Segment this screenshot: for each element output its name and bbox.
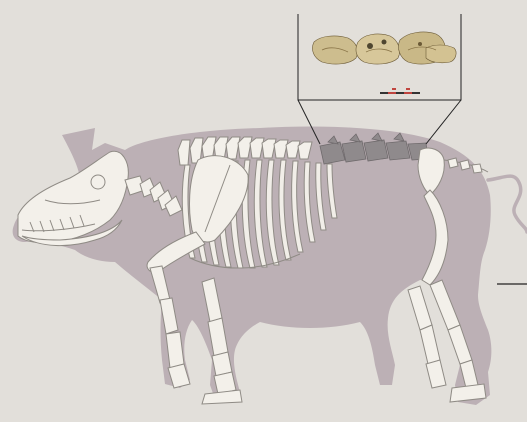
- fossil-fragments: [312, 32, 456, 64]
- scale-bar: [380, 88, 420, 94]
- fossil-vertebrae-inset: [298, 14, 461, 144]
- skull: [18, 151, 128, 245]
